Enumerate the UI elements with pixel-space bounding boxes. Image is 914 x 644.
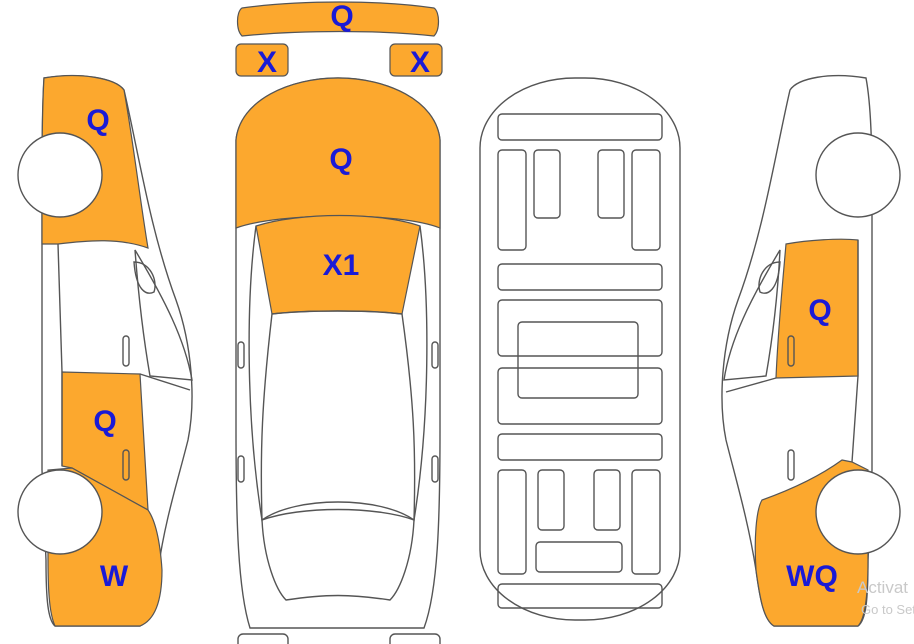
left-front-wheel: [17, 132, 103, 218]
left-mirror: [133, 261, 156, 294]
top-left-a-pillar: [248, 225, 263, 521]
top-right-rear-mark: [431, 455, 439, 483]
left-rear-wheel: [17, 469, 103, 555]
left-front-door-handle: [122, 335, 130, 367]
underside-panel-4: [631, 149, 661, 251]
left-rear-door-handle: [122, 449, 130, 481]
label-left-headlight: X: [257, 46, 277, 79]
front-bumper-damage: [236, 1, 440, 37]
underside-panel-9: [497, 469, 527, 575]
underside-panel-front: [497, 113, 663, 141]
underside-panel-11: [593, 469, 621, 531]
label-windshield: X1: [323, 249, 360, 282]
label-left-rear-door: Q: [93, 405, 116, 438]
right-headlight-damage: [389, 43, 443, 77]
watermark-line-1: Activat: [857, 578, 909, 597]
underside-panel-1: [497, 149, 527, 251]
right-mirror: [758, 261, 781, 294]
underside-panel-5: [497, 263, 663, 291]
underside-panel-13: [535, 541, 623, 573]
underside-panel-10: [537, 469, 565, 531]
underside-panel-12: [631, 469, 661, 575]
label-front-bumper: Q: [330, 0, 353, 33]
top-left-mirror: [237, 341, 245, 369]
right-rear-wheel: [815, 469, 901, 555]
top-right-a-pillar: [413, 225, 428, 521]
underside-body: [479, 77, 681, 621]
top-rear-window: [261, 508, 415, 601]
label-right-rear-door: Q: [808, 294, 831, 327]
rear-left-light: [237, 633, 289, 644]
right-rear-door-damage: [775, 238, 859, 379]
left-side-view: Q Q W: [17, 74, 193, 627]
left-door-line: [57, 243, 63, 466]
top-left-rear-mark: [237, 455, 245, 483]
right-front-wheel: [815, 132, 901, 218]
top-right-mirror: [431, 341, 439, 369]
underside-panel-center: [517, 321, 639, 399]
underside-panel-rear: [497, 583, 663, 609]
label-hood: Q: [329, 143, 352, 176]
right-rear-door-handle: [787, 449, 795, 481]
underside-view: [479, 77, 681, 621]
right-window: [723, 249, 781, 381]
underside-panel-8: [497, 433, 663, 461]
left-window: [134, 249, 193, 381]
underside-panel-3: [597, 149, 625, 219]
rear-right-light: [389, 633, 441, 644]
left-pillar-line: [139, 373, 191, 391]
right-door-line: [851, 240, 859, 463]
watermark-line-2: Go to Set: [861, 602, 914, 617]
label-right-rear-quarter: WQ: [786, 560, 838, 593]
underside-panel-7: [497, 367, 663, 425]
underside-panel-6: [497, 299, 663, 357]
label-left-front-fender: Q: [86, 104, 109, 137]
left-headlight-damage: [235, 43, 289, 77]
right-pillar-line: [725, 377, 777, 393]
underside-panel-2: [533, 149, 561, 219]
label-right-headlight: X: [410, 46, 430, 79]
label-left-rear-quarter: W: [100, 560, 129, 593]
top-view: Q X X Q X1: [235, 0, 443, 644]
right-front-door-handle: [787, 335, 795, 367]
right-side-view: Q WQ: [721, 74, 901, 627]
